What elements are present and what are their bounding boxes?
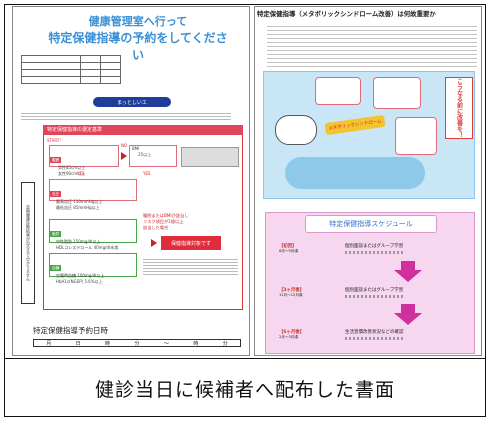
appt-min2: 分 [222, 340, 228, 347]
arrow-no [121, 152, 127, 160]
step-waist: 腹囲 男性85cm以上 女性90cm以上 [49, 145, 119, 176]
appt-tilde: ～ [163, 340, 169, 347]
step-bp-a: 最高血圧 130mmHg以上 [56, 199, 103, 204]
arrow-1-stem [401, 261, 415, 271]
sched-3-detail [345, 337, 405, 340]
start-label: START! [47, 138, 61, 143]
form-table [20, 55, 121, 84]
sched-3-text: 生活習慣改善状況などの確認 [345, 330, 404, 335]
arrow-1-head [394, 270, 422, 282]
step-bp-b: 最低血圧 85mmHg以上 [56, 205, 100, 210]
right-title: 特定保健指導（メタボリックシンドローム改善）は何故重要か [257, 10, 436, 18]
step-lipid: 脂質 中性脂肪 150mg/dl以上 HDLコレステロール 40mg/dl未満 [49, 219, 137, 250]
step-bmi: BMI 25以上 [129, 145, 177, 167]
step-waist-a: 男性85cm以上 [58, 165, 86, 170]
step-bp-tag: 血圧 [50, 191, 62, 197]
sched-3-tag: 【6ヶ月後】 [279, 330, 305, 335]
no-label: NO [121, 143, 128, 148]
sched-3: 【6ヶ月後】 2月～3月頃 [279, 329, 304, 340]
step-bp: 血圧 最高血圧 130mmHg以上 最低血圧 85mmHg以上 [49, 179, 137, 210]
step-lipid-a: 中性脂肪 150mg/dl以上 [56, 239, 101, 244]
right-note-1: 腹囲またはBMIが該当し [143, 213, 189, 218]
left-title-line2: 特定保健指導の予約をしてください [48, 31, 228, 62]
target-note [143, 257, 238, 277]
right-sheet: 特定保健指導（メタボリックシンドローム改善）は何故重要か メタボリックシンドロー… [254, 6, 482, 356]
right-note-2: リスク項目が1個以上 [143, 219, 184, 224]
intro-text [21, 111, 231, 121]
arrow-target [151, 239, 157, 247]
step-lipid-b: HDLコレステロール 40mg/dl未満 [56, 245, 119, 250]
appt-hour: 時 [105, 340, 111, 347]
sched-3-sub: 2月～3月頃 [279, 335, 298, 339]
yes-label: YES [77, 171, 85, 176]
appt-title: 特定保健指導予約日時 [33, 326, 108, 335]
arrow-2-head [394, 313, 422, 325]
illust-bubble [275, 115, 317, 145]
sched-2-detail [345, 295, 405, 298]
improve-bubble: こうなる前に改善を！ [445, 77, 473, 139]
step-waist-tag: 腹囲 [50, 157, 62, 163]
step-glucose-b: HbA1c(NGSP) 5.6%以上 [56, 279, 103, 284]
sched-1-detail [345, 251, 405, 254]
sched-2: 【3ヶ月後】 11月～12月頃 [279, 287, 304, 298]
right-body-text [267, 23, 477, 67]
pill-banner: まっとしいエ [93, 97, 171, 107]
sched-1-sub: 6月～9月頃 [279, 249, 298, 253]
illust-box-2 [373, 77, 421, 109]
left-title-line1: 健康管理室へ行って [88, 15, 188, 28]
illust-people [285, 157, 425, 189]
sched-2-text: 個別面談またはグループ学習 [345, 288, 404, 293]
left-sheet: 健康管理室へ行って 特定保健指導の予約をしてください まっとしいエ 定期健康診断… [12, 6, 250, 356]
step-bmi-value: 25以上 [138, 152, 152, 157]
right-note: 腹囲またはBMIが該当し リスク項目が1個以上 該当した場合 [143, 213, 188, 231]
sched-1-text: 個別面談またはグループ学習 [345, 244, 404, 249]
sched-1-tag: 【初回】 [279, 244, 297, 249]
schedule-title: 特定保健指導スケジュール [305, 215, 437, 233]
sched-2-tag: 【3ヶ月後】 [279, 288, 305, 293]
target-box: 保健指導対象です [161, 236, 221, 250]
appt-day: 日 [75, 340, 81, 347]
appt-line: 月 日 時 分 ～ 時 分 [33, 339, 241, 347]
non-target-box [181, 147, 239, 167]
yes-label-2: YES [143, 171, 151, 176]
step-bmi-label: BMI [132, 146, 140, 151]
sched-2-sub: 11月～12月頃 [279, 293, 303, 297]
illust-box-1 [315, 77, 361, 105]
step-glucose: 血糖 空腹時血糖 100mg/dl以上 HbA1c(NGSP) 5.6%以上 [49, 253, 137, 284]
outer-frame [4, 4, 486, 417]
side-label: 定期健康診断結果が出るまで分かりません [21, 182, 35, 304]
appt-min1: 分 [134, 340, 140, 347]
step-lipid-tag: 脂質 [50, 231, 62, 237]
step-glucose-a: 空腹時血糖 100mg/dl以上 [56, 273, 105, 278]
step-waist-b: 女性90cm以上 [58, 171, 86, 176]
sched-1: 【初回】 6月～9月頃 [279, 243, 298, 254]
flow-header: 特定保健指導の選定基準 [43, 125, 243, 135]
illust-box-3 [395, 117, 437, 155]
caption: 健診当日に候補者へ配布した書面 [4, 358, 486, 418]
schedule-box [265, 212, 475, 354]
appt-month: 月 [46, 340, 52, 347]
arrow-2-stem [401, 304, 415, 314]
appt-hour2: 時 [193, 340, 199, 347]
right-note-3: 該当した場合 [143, 225, 169, 230]
step-glucose-tag: 血糖 [50, 265, 62, 271]
